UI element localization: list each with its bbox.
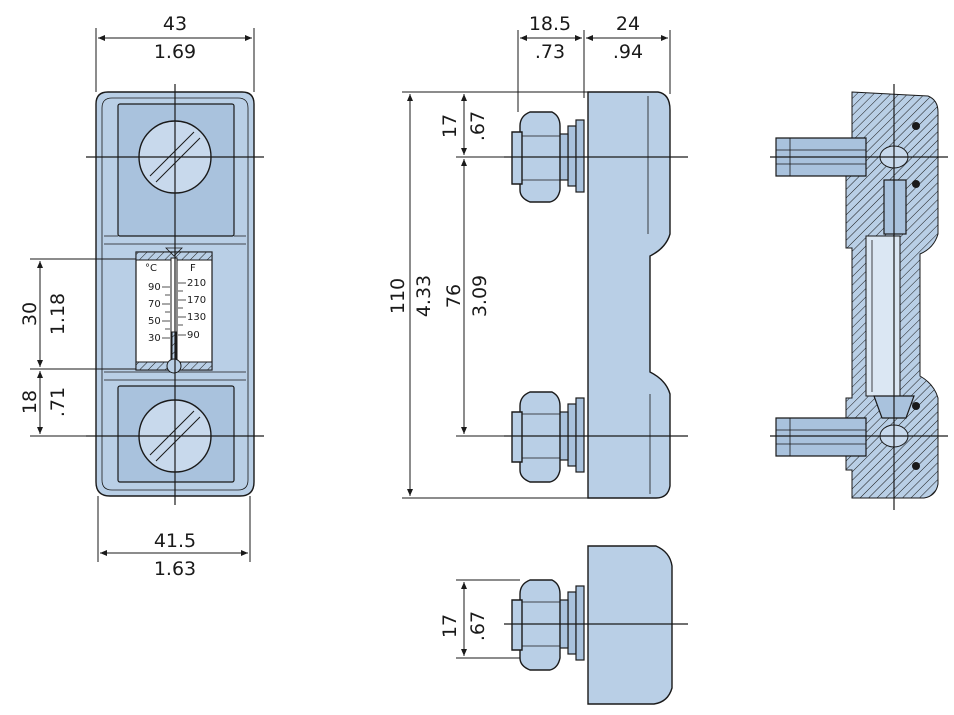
celsius-unit: °C	[145, 263, 157, 274]
fahrenheit-unit: F	[190, 263, 196, 274]
section-view	[770, 84, 948, 510]
front-bottom-width-mm: 41.5	[154, 530, 196, 552]
celsius-tick-label: 70	[148, 299, 161, 310]
celsius-tick-label: 50	[148, 316, 161, 327]
lower-offset-mm: 18	[19, 390, 41, 414]
fahrenheit-tick-label: 210	[187, 278, 206, 289]
front-top-width-mm: 43	[163, 13, 187, 35]
side-view: 18.5 .73 24 .94 17 .67 110 4.33 76 3.09	[387, 13, 688, 499]
total-height-mm: 110	[387, 278, 409, 314]
short-body	[587, 545, 673, 705]
bolt-depth-mm: 18.5	[529, 13, 571, 35]
lower-offset-in: .71	[47, 387, 69, 417]
front-top-width-in: 1.69	[154, 41, 196, 63]
body-depth-mm: 24	[616, 13, 640, 35]
celsius-scale: 90 70 50 30	[148, 282, 170, 344]
center-distance-in: 3.09	[469, 275, 491, 317]
body-depth-in: .94	[613, 41, 643, 63]
scale-height-in: 1.18	[47, 293, 69, 335]
top-offset-mm: 17	[439, 114, 461, 138]
fahrenheit-scale: 210 170 130 90	[178, 278, 206, 341]
short-offset-in: .67	[467, 611, 489, 641]
center-distance-mm: 76	[443, 284, 465, 308]
side-body	[587, 91, 671, 499]
front-bottom-width-in: 1.63	[154, 558, 196, 580]
celsius-tick-label: 90	[148, 282, 161, 293]
top-offset-in: .67	[467, 111, 489, 141]
thermometer-bulb	[166, 358, 182, 374]
fahrenheit-tick-label: 130	[187, 312, 206, 323]
bottom-bolt	[511, 391, 585, 483]
section-glass-channel	[865, 235, 901, 397]
scale-height-mm: 30	[19, 302, 41, 326]
short-bolt	[511, 579, 585, 671]
fahrenheit-tick-label: 170	[187, 295, 206, 306]
fahrenheit-tick-label: 90	[187, 330, 200, 341]
total-height-in: 4.33	[413, 275, 435, 317]
front-view: °C F 90 70 50 30 210 170 130 90 43 1.69 …	[19, 13, 264, 580]
section-bottom-fitting	[775, 417, 867, 457]
celsius-tick-label: 30	[148, 333, 161, 344]
short-view: 17 .67	[439, 545, 688, 705]
bolt-depth-in: .73	[535, 41, 565, 63]
short-offset-mm: 17	[439, 614, 461, 638]
